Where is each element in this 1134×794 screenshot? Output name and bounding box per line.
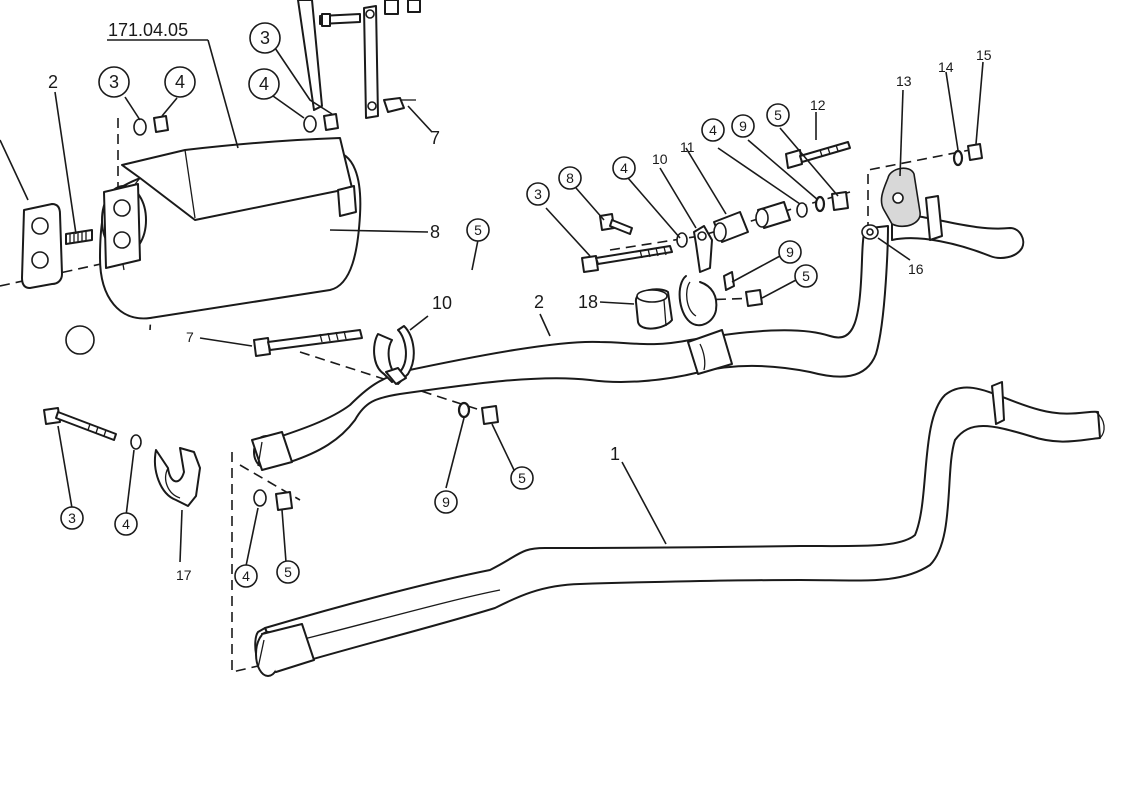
drawing-number: 171.04.05 xyxy=(108,20,188,40)
exhaust-pipe-2 xyxy=(251,225,889,471)
callout-5-bottom: 5 xyxy=(284,564,292,580)
pipe-clamp-lower xyxy=(43,407,293,511)
pipe-clamp-mid xyxy=(253,325,499,425)
callout-4-top: 4 xyxy=(175,72,185,92)
callout-5-bottom2: 5 xyxy=(518,470,526,486)
callout-5-mid: 5 xyxy=(474,222,482,238)
silencer-fasteners xyxy=(133,113,339,136)
exhaust-pipe-1 xyxy=(254,381,1105,677)
callout-10-mid: 10 xyxy=(432,293,452,313)
callout-7-top: 7 xyxy=(430,128,440,148)
leader-lines xyxy=(0,39,984,567)
callout-18: 18 xyxy=(578,292,598,312)
callout-2-left: 2 xyxy=(48,72,58,92)
hanger-straps xyxy=(297,0,421,119)
flange-gasket xyxy=(21,203,93,289)
callout-3-bottom: 3 xyxy=(68,510,76,526)
callout-9-bottom: 9 xyxy=(442,494,450,510)
callout-3-right: 3 xyxy=(534,186,542,202)
tail-pipe-segment xyxy=(891,213,1025,259)
callout-1-pipe: 1 xyxy=(610,444,620,464)
callout-9-right: 9 xyxy=(739,118,747,134)
callout-3-top: 3 xyxy=(109,72,119,92)
callout-9-clamp: 9 xyxy=(786,244,794,260)
callout-14: 14 xyxy=(938,59,954,75)
silencer xyxy=(99,137,362,320)
callout-4-upper: 4 xyxy=(259,74,269,94)
callout-7-bolt: 7 xyxy=(186,329,194,345)
callout-8-silencer: 8 xyxy=(430,222,440,242)
callout-4-right: 4 xyxy=(620,160,628,176)
callout-15: 15 xyxy=(976,47,992,63)
callout-16: 16 xyxy=(908,261,924,277)
callout-4-right2: 4 xyxy=(709,122,717,138)
callout-5-clamp: 5 xyxy=(802,268,810,284)
callout-8-right: 8 xyxy=(566,170,574,186)
callout-10-right: 10 xyxy=(652,151,668,167)
callout-labels: 171.04.05 2 3 4 3 4 7 8 5 10 2 18 3 8 4 … xyxy=(48,20,992,584)
callout-5-right: 5 xyxy=(774,107,782,123)
callout-4-bottom2: 4 xyxy=(242,568,250,584)
callout-17: 17 xyxy=(176,567,192,583)
callout-4-bottom: 4 xyxy=(122,516,130,532)
callout-circles xyxy=(60,22,818,588)
rubber-mount xyxy=(861,143,983,241)
callout-12: 12 xyxy=(810,97,826,113)
callout-3-upper: 3 xyxy=(260,28,270,48)
right-hardware xyxy=(581,141,851,330)
callout-2-pipe: 2 xyxy=(534,292,544,312)
callout-11: 11 xyxy=(680,139,695,155)
callout-13: 13 xyxy=(896,73,912,89)
